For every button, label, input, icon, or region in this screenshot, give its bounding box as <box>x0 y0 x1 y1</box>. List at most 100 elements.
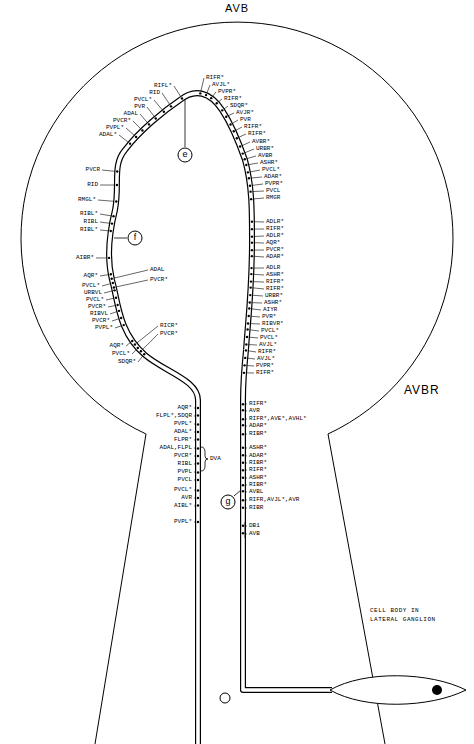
synapse-label: RIBL <box>84 219 98 225</box>
synapse-label: RIBL* <box>80 211 98 217</box>
small-circle <box>220 693 230 703</box>
synapse-dot <box>242 409 244 411</box>
synapse-dot <box>242 499 244 501</box>
synapse-dot <box>249 286 251 288</box>
synapse-label: ADAL* <box>174 429 192 435</box>
synapse-label: PVPR* <box>218 89 236 95</box>
synapse-dot <box>251 235 253 237</box>
synapse-label: ASHR* <box>249 475 267 481</box>
synapse-dot <box>141 129 143 131</box>
synapse-dot <box>247 171 249 173</box>
synapse-label: ASHR* <box>249 445 267 451</box>
synapse-label: AVJL* <box>257 356 275 362</box>
synapse-label: RIFR* <box>266 279 284 285</box>
synapse-label: PVCL* <box>260 335 278 341</box>
synapse-label: ADAR* <box>266 254 284 260</box>
synapse-label: ADLR* <box>266 233 284 239</box>
synapse-dot <box>242 403 244 405</box>
synapse-dot <box>225 115 227 117</box>
synapse-label: RIBR* <box>249 460 267 466</box>
synapse-dot <box>110 230 112 232</box>
synapse-dot <box>233 130 235 132</box>
synapse-label: RIBR* <box>249 482 267 488</box>
synapse-label: AIBL* <box>174 503 192 509</box>
synapse-dot <box>123 324 125 326</box>
synapse-label: PVCL* <box>112 351 130 357</box>
synapse-label: RMGL* <box>78 197 96 203</box>
callout-ring <box>128 231 142 245</box>
synapse-dot <box>245 343 247 345</box>
synapse-label: PVPL <box>178 469 192 475</box>
synapse-bar <box>245 522 246 538</box>
synapse-label: RIBR* <box>249 431 267 437</box>
synapse-dot <box>242 525 244 527</box>
synapse-label: AVR <box>249 408 260 414</box>
synapse-label: PVCR <box>86 167 100 173</box>
synapse-dot <box>118 310 120 312</box>
synapse-dot <box>250 267 252 269</box>
synapse-label: ASHR* <box>264 300 282 306</box>
synapse-label: PVCL* <box>174 487 192 493</box>
synapse-dot <box>135 136 137 138</box>
synapse-dot <box>251 220 253 222</box>
synapse-dot <box>197 489 199 491</box>
leader-line <box>135 326 158 345</box>
synapse-label: AQR* <box>266 240 280 246</box>
synapse-label: AQR* <box>110 343 124 349</box>
synapse-label: PVR* <box>262 314 276 320</box>
synapse-dot <box>242 490 244 492</box>
synapse-dot <box>251 241 253 243</box>
leader-line <box>112 270 148 279</box>
synapse-dot <box>250 280 252 282</box>
synapse-label: ADLR <box>266 265 280 271</box>
synapse-dot <box>250 198 252 200</box>
synapse-label: PVCR* <box>92 318 110 324</box>
synapse-dot <box>197 497 199 499</box>
leader-line <box>141 334 158 351</box>
synapse-label: AVR <box>181 495 192 501</box>
synapse-label: URBR* <box>256 146 274 152</box>
synapse-label: PVPL* <box>106 125 124 131</box>
synapse-dot <box>242 454 244 456</box>
synapse-dot <box>108 257 110 259</box>
synapse-label: SDQR* <box>230 103 248 109</box>
synapse-dot <box>205 94 207 96</box>
synapse-dot <box>197 504 199 506</box>
synapse-label: RIFR* <box>266 286 284 292</box>
synapse-label: RIBVR* <box>262 321 284 327</box>
synapse-label: PVR <box>240 117 251 123</box>
synapse-dot <box>242 424 244 426</box>
synapse-dot <box>197 438 199 440</box>
synapse-label: RIFR* <box>206 75 224 81</box>
callout-leader <box>234 490 241 496</box>
synapse-dot <box>246 336 248 338</box>
synapse-dot <box>249 301 251 303</box>
synapse-dot <box>197 471 199 473</box>
nucleus <box>432 685 442 695</box>
synapse-label: RIBL <box>178 461 192 467</box>
synapse-label: RIFR* <box>224 96 242 102</box>
leader-line <box>114 280 148 287</box>
synapse-label: RIFR*,AVE*,AVHL* <box>249 416 307 422</box>
synapse-label: RMGR <box>266 195 280 201</box>
synapse-dot <box>112 215 114 217</box>
synapse-dot <box>242 433 244 435</box>
synapse-dot <box>115 297 117 299</box>
synapse-label: AVBR <box>258 153 272 159</box>
synapse-label: FLPL*,SDQR <box>156 413 192 419</box>
synapse-dots <box>108 92 253 534</box>
neuron-name: AVBR <box>404 384 440 396</box>
synapse-label: RIFR* <box>256 370 274 376</box>
callout-circle: e <box>177 147 193 163</box>
synapse-label: RIFR* <box>266 226 284 232</box>
synapse-dot <box>248 307 250 309</box>
synapse-dot <box>247 322 249 324</box>
synapse-label: ADAR* <box>249 453 267 459</box>
synapse-dot <box>243 364 245 366</box>
synapse-dot <box>245 349 247 351</box>
synapse-label: RICR* <box>160 323 178 329</box>
synapse-label: FLPR* <box>174 437 192 443</box>
synapse-dot <box>244 357 246 359</box>
synapse-label: ADAL* <box>99 132 117 138</box>
synapse-dot <box>112 282 114 284</box>
